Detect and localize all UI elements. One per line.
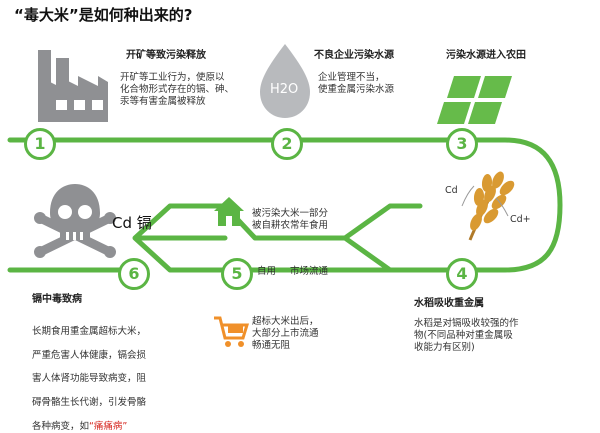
rice-icon	[461, 171, 515, 241]
step-3-heading: 污染水源进入农田	[446, 50, 526, 61]
shopping-cart-icon	[214, 316, 250, 347]
step-3-number: 3	[446, 128, 478, 160]
step-1-number: 1	[24, 128, 56, 160]
step-2-body: 企业管理不当， 使重金属污染水源	[318, 72, 395, 95]
page-title: “毒大米”是如何种出来的?	[14, 6, 193, 24]
step-6-body: 长期食用重金属超标大米， 严重危害人体健康，镉会损 害人体肾功能导致病变，阻 碍…	[32, 314, 146, 433]
flow-line	[7, 137, 563, 273]
skull-icon	[34, 184, 116, 258]
cd-label: Cd	[445, 185, 458, 196]
home-branch-text: 被污染大米一部分 被自耕农常年食用	[252, 208, 329, 231]
step-6-body-line-5: 各种病变，如	[32, 420, 90, 432]
step-6-heading: 镉中毒致病	[32, 294, 82, 305]
step-6-body-line-2: 严重危害人体健康，镉会损	[32, 349, 147, 361]
infographic: “毒大米”是如何种出来的? 1 2 3 4 5 6 开矿等致污染释放 开矿等工业…	[7, 6, 563, 432]
h2o-label: H2O	[270, 82, 299, 97]
water-drop-icon	[260, 44, 310, 118]
step-4-body: 水稻是对镉吸收较强的作 物(不同品种对重金属吸 收能力有区别)	[414, 318, 519, 353]
infographic-graphics	[7, 44, 563, 347]
step-6-body-line-4: 碍骨骼生长代谢，引发骨骼	[32, 397, 147, 409]
cd-plus-label: Cd+	[510, 214, 531, 225]
step-2-heading: 不良企业污染水源	[314, 50, 394, 61]
step-4-heading: 水稻吸收重金属	[414, 298, 484, 309]
step-6-body-line-1: 长期食用重金属超标大米，	[32, 325, 147, 337]
step-5-number: 5	[221, 258, 253, 290]
market-label: 市场流通	[290, 266, 329, 277]
farmland-icon	[437, 76, 512, 124]
step-1-heading: 开矿等致污染释放	[126, 50, 206, 61]
self-use-label: 自用	[257, 266, 277, 277]
factory-icon	[38, 50, 108, 122]
step-4-number: 4	[446, 258, 478, 290]
step-2-number: 2	[271, 128, 303, 160]
market-branch-text: 超标大米出后， 大部分上市流通 畅通无阻	[252, 316, 319, 351]
itai-itai-disease-highlight: “痛痛病”	[89, 420, 128, 432]
step-6-number: 6	[118, 258, 150, 290]
cadmium-label: Cd 镉	[112, 214, 152, 232]
step-6-body-line-3: 害人体肾功能导致病变，阻	[32, 373, 147, 385]
step-1-body: 开矿等工业行为，使原以 化合物形式存在的镉、砷、 汞等有害金属被释放	[120, 72, 235, 107]
house-icon	[214, 197, 244, 226]
